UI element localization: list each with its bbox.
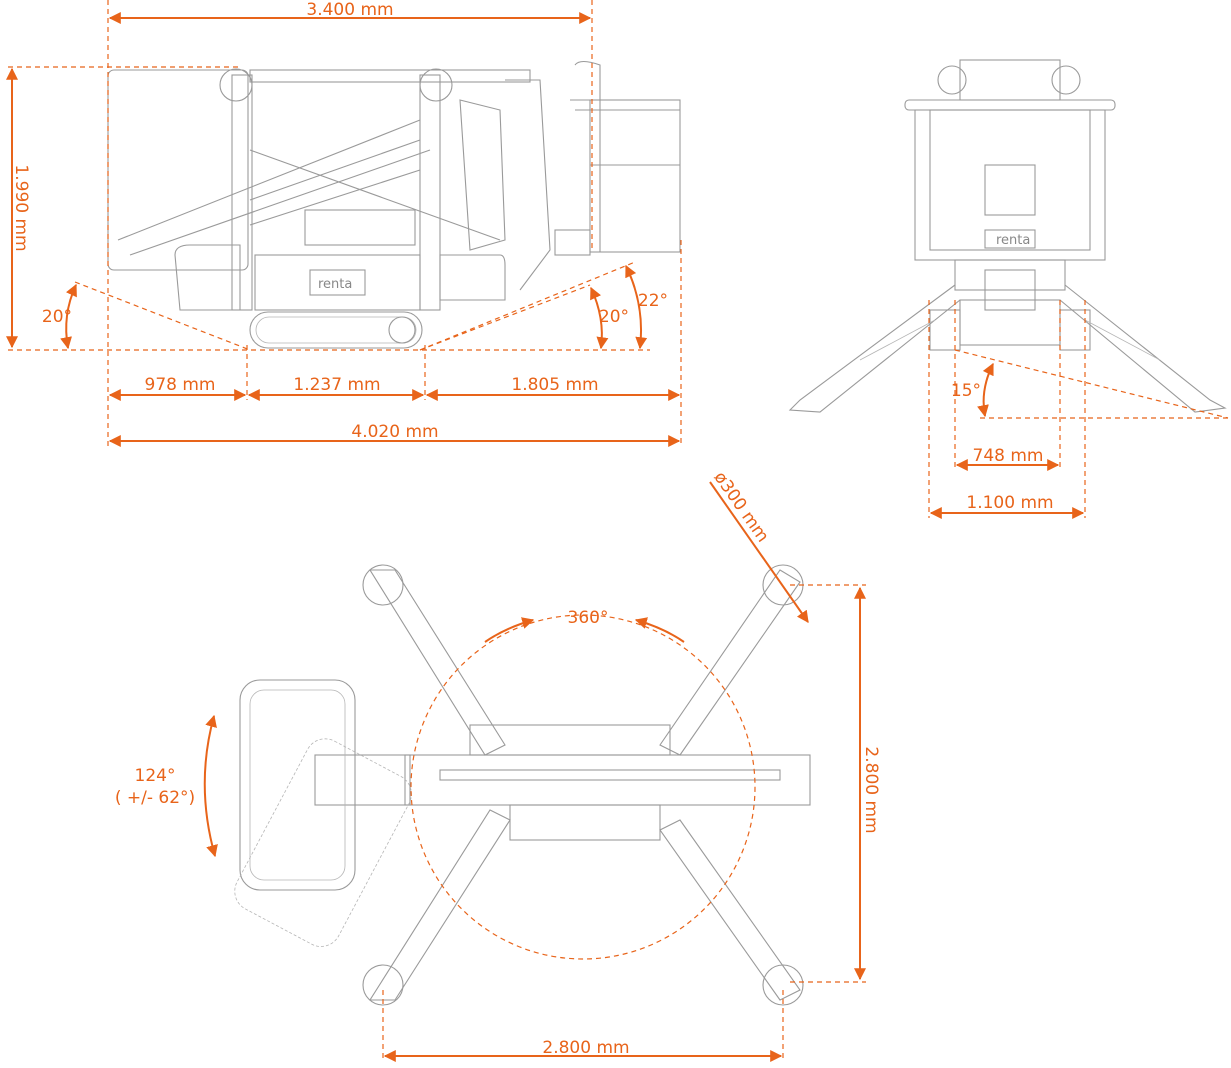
top-view-dimensions: ø300 mm 360° 124° ( +/- 62°) 2.800 mm 2.… bbox=[115, 468, 881, 1062]
dim-overall-width: 1.100 mm bbox=[966, 493, 1053, 513]
rotation-angle: 360° bbox=[568, 608, 609, 628]
top-view-machine bbox=[234, 564, 811, 1006]
angle-front-view: 15° bbox=[951, 381, 981, 401]
dim-rear-segment: 978 mm bbox=[145, 375, 216, 395]
side-view-dimensions: 3.400 mm 1.990 mm 20° 20° 22° 978 mm 1.2… bbox=[6, 0, 682, 447]
front-brand-logo: renta bbox=[996, 233, 1030, 248]
dim-outrigger-depth: 2.800 mm bbox=[861, 746, 881, 833]
basket-rotation: 124° bbox=[135, 766, 176, 786]
dim-front-segment: 1.805 mm bbox=[511, 375, 598, 395]
angle-front-max: 22° bbox=[638, 291, 668, 311]
dim-overall-length: 4.020 mm bbox=[351, 422, 438, 442]
dim-upper-length: 3.400 mm bbox=[306, 0, 393, 20]
dim-height: 1.990 mm bbox=[11, 164, 31, 251]
dim-track-segment: 1.237 mm bbox=[293, 375, 380, 395]
dim-track-width: 748 mm bbox=[973, 446, 1044, 466]
angle-rear: 20° bbox=[42, 307, 72, 327]
dim-outrigger-width: 2.800 mm bbox=[542, 1038, 629, 1058]
rotation-circle bbox=[410, 614, 756, 960]
side-brand-logo: renta bbox=[318, 277, 352, 292]
angle-front: 20° bbox=[599, 307, 629, 327]
front-view-machine: renta bbox=[788, 59, 1227, 413]
front-view-dimensions: 15° 748 mm 1.100 mm bbox=[928, 300, 1229, 519]
side-view-machine: renta bbox=[107, 60, 681, 349]
basket-rotation-detail: ( +/- 62°) bbox=[115, 788, 195, 808]
dim-foot-diameter: ø300 mm bbox=[710, 468, 773, 546]
